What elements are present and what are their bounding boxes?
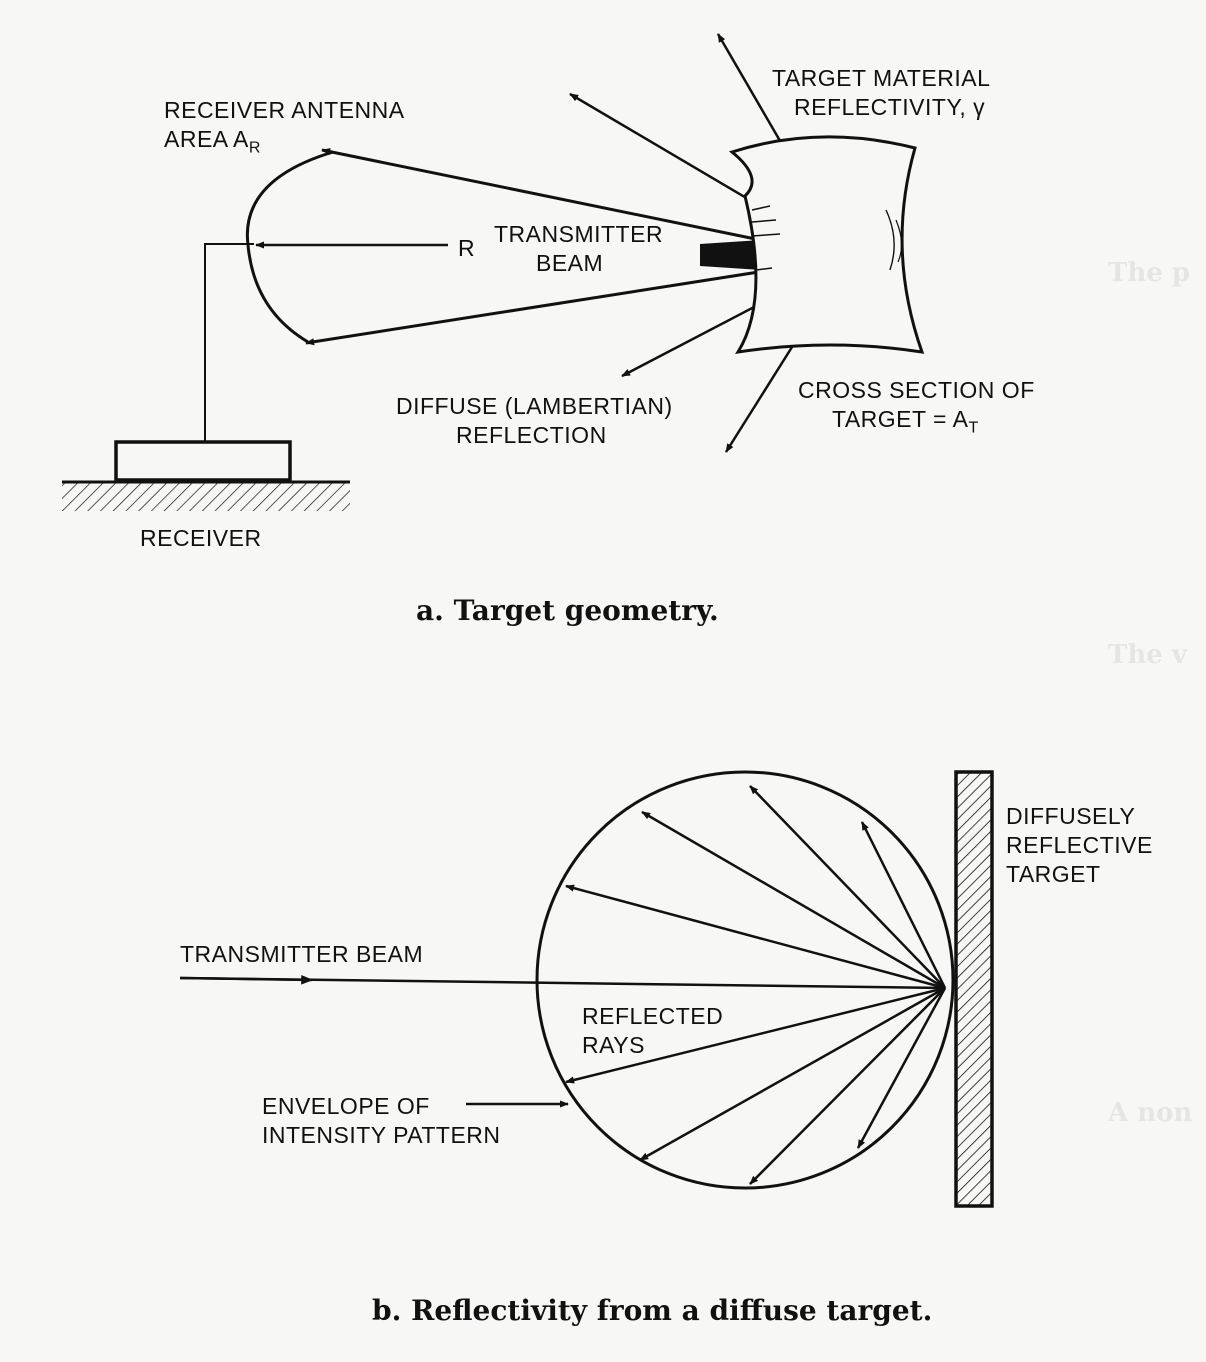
range-label: R xyxy=(458,235,476,261)
bleed-through-text: The v xyxy=(1108,640,1187,670)
reflected-rays xyxy=(565,785,947,1185)
receiver-label: RECEIVER xyxy=(140,525,262,551)
incident-beam-mid-arrow xyxy=(179,975,314,985)
target-material-label: TARGET MATERIAL REFLECTIVITY, γ xyxy=(772,65,991,120)
receiver-antenna-label: RECEIVER ANTENNA AREA AR xyxy=(164,97,405,157)
bleed-through-text: A non xyxy=(1108,1098,1193,1128)
intensity-envelope-circle xyxy=(535,770,955,1190)
diffuse-target-plate xyxy=(954,770,994,1208)
receiver-box xyxy=(114,440,292,482)
transmitter-beam-label: TRANSMITTER BEAM xyxy=(494,221,664,276)
figure-a-target-geometry xyxy=(62,33,925,511)
target-surface xyxy=(728,135,925,354)
figure-b-caption: b. Reflectivity from a diffuse target. xyxy=(372,1294,933,1327)
figure-b-diffuse-target xyxy=(179,770,994,1208)
figure-a-caption: a. Target geometry. xyxy=(416,594,719,627)
receiver-antenna-envelope xyxy=(245,150,334,344)
transmitter-beam-label-b: TRANSMITTER BEAM xyxy=(180,941,424,967)
bleed-through-text: The p xyxy=(1108,258,1191,288)
reflected-rays-label: REFLECTED RAYS xyxy=(582,1003,724,1058)
diffuse-reflection-label: DIFFUSE (LAMBERTIAN) REFLECTION xyxy=(396,393,673,448)
envelope-label: ENVELOPE OF INTENSITY PATTERN xyxy=(262,1093,501,1148)
cross-section-label: CROSS SECTION OF TARGET = AT xyxy=(798,377,1035,437)
ground-hatch xyxy=(62,483,350,511)
receiver-mast xyxy=(204,243,254,442)
diffusely-reflective-target-label: DIFFUSELY REFLECTIVE TARGET xyxy=(1006,803,1153,887)
